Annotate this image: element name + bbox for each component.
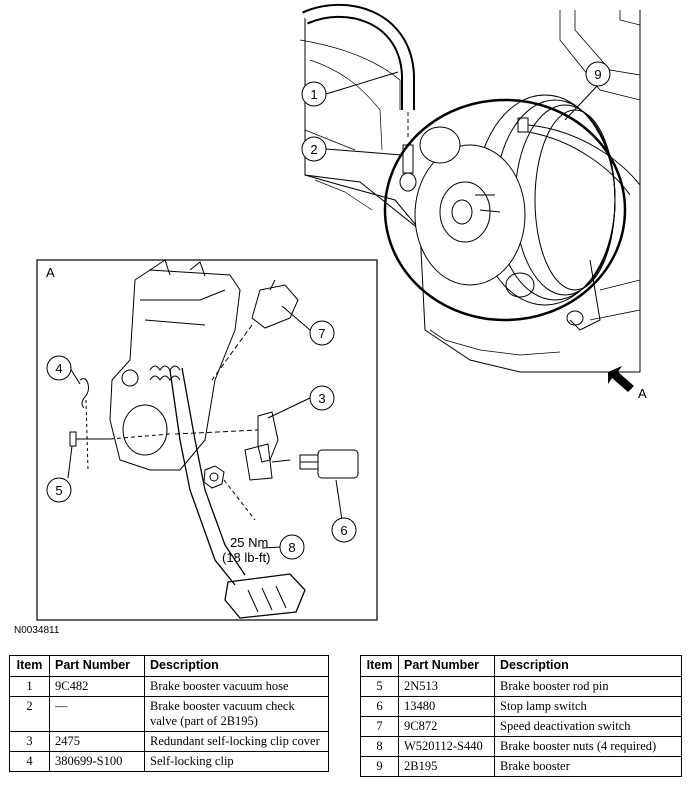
- table-row: 6 13480 Stop lamp switch: [360, 696, 682, 717]
- cell-description: Brake booster vacuum check valve (part o…: [144, 696, 329, 732]
- svg-text:8: 8: [288, 540, 295, 555]
- cell-part-number: 2475: [49, 731, 145, 752]
- cell-description: Brake booster rod pin: [494, 676, 682, 697]
- cell-item: 3: [9, 731, 50, 752]
- torque-spec-nm: 25 Nm: [230, 535, 268, 550]
- table-row: 9 2B195 Brake booster: [360, 756, 682, 777]
- svg-text:9: 9: [594, 67, 601, 82]
- svg-text:2: 2: [310, 142, 317, 157]
- cell-description: Speed deactivation switch: [494, 716, 682, 737]
- table-row: 4 380699-S100 Self-locking clip: [9, 751, 329, 772]
- callout-8: 8: [279, 534, 305, 560]
- cell-item: 7: [360, 716, 399, 737]
- parts-table-right: Item Part Number Description 5 2N513 Bra…: [360, 655, 682, 777]
- cell-description: Brake booster nuts (4 required): [494, 736, 682, 757]
- pedal-assembly: [69, 259, 359, 619]
- cell-part-number: 2N513: [398, 676, 495, 697]
- table-row: 2 — Brake booster vacuum check valve (pa…: [9, 696, 329, 732]
- header-item: Item: [9, 655, 50, 677]
- svg-text:1: 1: [310, 87, 317, 102]
- svg-text:5: 5: [55, 483, 62, 498]
- cell-part-number: 9C872: [398, 716, 495, 737]
- cell-description: Stop lamp switch: [494, 696, 682, 717]
- table-row: 7 9C872 Speed deactivation switch: [360, 716, 682, 737]
- inset-label: A: [46, 265, 55, 280]
- torque-spec-lbft: (18 lb-ft): [222, 550, 270, 565]
- cell-item: 2: [9, 696, 50, 732]
- firewall-view: [299, 3, 641, 373]
- callout-2: 2: [301, 136, 327, 162]
- header-item: Item: [360, 655, 399, 677]
- cell-part-number: 2B195: [398, 756, 495, 777]
- header-description: Description: [144, 655, 329, 677]
- cell-item: 6: [360, 696, 399, 717]
- cell-description: Brake booster vacuum hose: [144, 676, 329, 697]
- svg-text:6: 6: [340, 523, 347, 538]
- brake-booster-diagram: A A: [36, 3, 647, 621]
- cell-part-number: 380699-S100: [49, 751, 145, 772]
- cell-item: 4: [9, 751, 50, 772]
- cell-item: 8: [360, 736, 399, 757]
- view-arrow-label: A: [638, 386, 647, 401]
- figure-id: N0034811: [14, 625, 60, 636]
- callout-6: 6: [331, 517, 357, 543]
- header-description: Description: [494, 655, 682, 677]
- parts-table-left: Item Part Number Description 1 9C482 Bra…: [9, 655, 329, 772]
- table-header-row: Item Part Number Description: [360, 655, 682, 677]
- header-part-number: Part Number: [49, 655, 145, 677]
- header-part-number: Part Number: [398, 655, 495, 677]
- cell-part-number: —: [49, 696, 145, 732]
- cell-description: Brake booster: [494, 756, 682, 777]
- table-row: 1 9C482 Brake booster vacuum hose: [9, 676, 329, 697]
- callout-1: 1: [301, 81, 327, 107]
- callout-3: 3: [309, 385, 335, 411]
- leader-lines: [67, 71, 599, 549]
- svg-text:3: 3: [318, 391, 325, 406]
- cell-part-number: 13480: [398, 696, 495, 717]
- svg-text:7: 7: [318, 326, 325, 341]
- callout-4: 4: [46, 355, 72, 381]
- cell-part-number: W520112-S440: [398, 736, 495, 757]
- cell-part-number: 9C482: [49, 676, 145, 697]
- cell-item: 1: [9, 676, 50, 697]
- callout-9: 9: [585, 61, 611, 87]
- cell-description: Self-locking clip: [144, 751, 329, 772]
- table-row: 3 2475 Redundant self-locking clip cover: [9, 731, 329, 752]
- cell-item: 9: [360, 756, 399, 777]
- svg-text:4: 4: [55, 361, 62, 376]
- view-arrow-a: A: [608, 366, 647, 401]
- inset-frame: [36, 259, 378, 621]
- cell-description: Redundant self-locking clip cover: [144, 731, 329, 752]
- cell-item: 5: [360, 676, 399, 697]
- table-row: 8 W520112-S440 Brake booster nuts (4 req…: [360, 736, 682, 757]
- table-row: 5 2N513 Brake booster rod pin: [360, 676, 682, 697]
- callout-7: 7: [309, 320, 335, 346]
- table-header-row: Item Part Number Description: [9, 655, 329, 677]
- callout-5: 5: [46, 477, 72, 503]
